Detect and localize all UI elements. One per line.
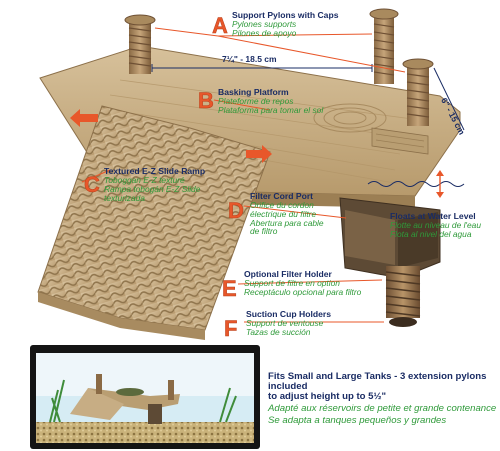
floats-french: Flotte au niveau de l'eau <box>390 220 481 231</box>
bottom-description: Fits Small and Large Tanks - 3 extension… <box>268 371 498 427</box>
label-a-letter: A <box>212 13 228 39</box>
label-d-french-1: Orifice du cordon <box>250 200 314 211</box>
label-b-letter: B <box>198 88 214 114</box>
label-f-french: Support de ventouse <box>246 318 324 329</box>
label-b-english: Basking Platform <box>218 87 289 97</box>
dimension-width-label: 7¼" - 18.5 cm <box>222 54 277 64</box>
dimension-line-depth <box>433 67 465 131</box>
label-e-spanish: Receptáculo opcional para filtro <box>244 286 362 297</box>
label-b-french: Plateforme de repos <box>218 96 294 107</box>
label-d-spanish-1: Abertura para cable <box>250 217 324 228</box>
support-pylon-left <box>124 14 156 74</box>
label-e-letter: E <box>222 276 237 302</box>
label-e-english: Optional Filter Holder <box>244 269 332 279</box>
label-b: Basking Platform Plateforme de repos Pla… <box>218 87 324 115</box>
support-pylon-front <box>402 58 434 126</box>
filter-holder <box>339 197 441 327</box>
label-b-spanish: Plataforma para tomar el sol <box>218 104 324 115</box>
label-d: Filter Cord Port Orifice du cordon élect… <box>250 191 324 237</box>
bottom-french: Adapté aux réservoirs de petite et grand… <box>268 403 497 415</box>
label-f: Suction Cup Holders Support de ventouse … <box>246 309 331 337</box>
label-c-spanish: Rampa tobogán E-Z Slide texturizada <box>104 183 201 203</box>
floats-label: Floats at Water Level Flotte au niveau d… <box>390 211 481 239</box>
label-c-french: Toboggan E-Z texturé <box>104 175 185 186</box>
label-c-letter: C <box>84 172 100 198</box>
label-f-english: Suction Cup Holders <box>246 309 331 319</box>
label-a-english: Support Pylons with Caps <box>232 10 339 20</box>
floats-spanish: Flota al nivel del agua <box>390 228 472 239</box>
bottom-spanish: Se adapta a tanques pequeños y grandes <box>268 415 447 427</box>
floats-english: Floats at Water Level <box>390 211 476 221</box>
label-e: Optional Filter Holder Support de filtre… <box>244 269 362 297</box>
label-a: Support Pylons with Caps Pylones support… <box>232 10 339 38</box>
label-f-letter: F <box>224 316 238 342</box>
label-c-english: Textured E-Z Slide Ramp <box>104 166 206 176</box>
bottom-english-2: to adjust height up to 5½" <box>268 391 387 403</box>
label-d-french-2: électrique du filtre <box>250 208 317 219</box>
label-c: Textured E-Z Slide Ramp Toboggan E-Z tex… <box>104 166 234 203</box>
label-d-english: Filter Cord Port <box>250 191 314 201</box>
label-d-letter: D <box>228 198 244 224</box>
label-d-spanish-2: de filtro <box>250 226 278 237</box>
water-level-line <box>367 181 465 187</box>
aquarium-inset <box>30 345 260 449</box>
support-pylon-right <box>369 8 399 84</box>
label-a-spanish: Pilones de apoyo <box>232 27 297 38</box>
bottom-english-1: Fits Small and Large Tanks - 3 extension… <box>268 371 487 393</box>
label-e-french: Support de filtre en option <box>244 278 340 289</box>
label-f-spanish: Tazas de succión <box>246 326 311 337</box>
label-a-french: Pylones supports <box>232 19 297 30</box>
